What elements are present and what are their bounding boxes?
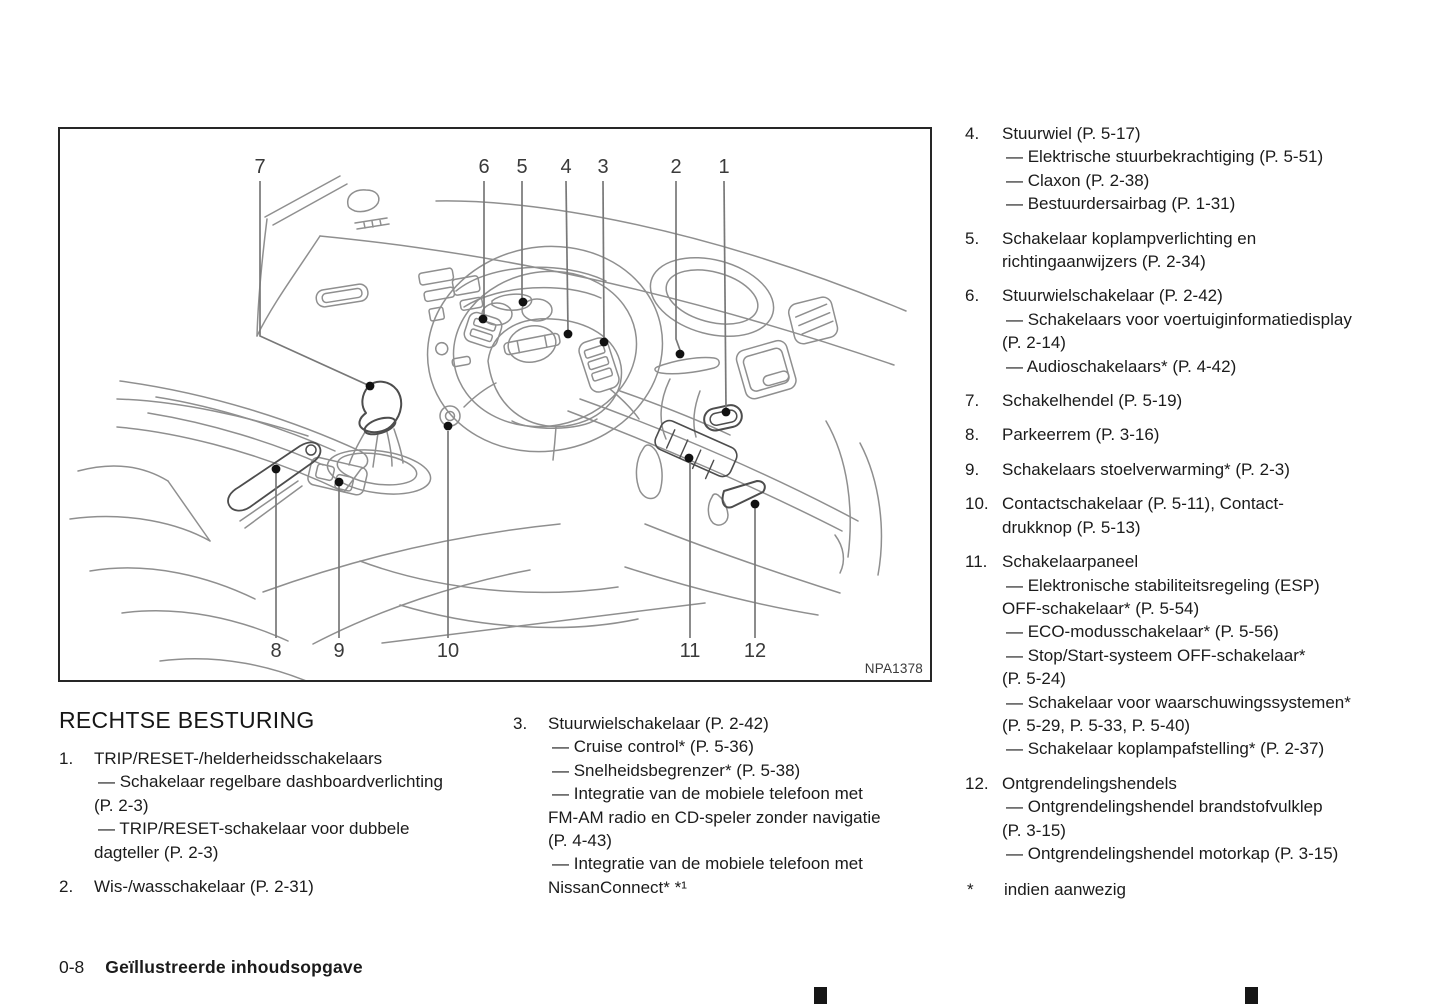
item-number: 1. — [59, 749, 74, 768]
footnote-marker: * — [967, 880, 974, 900]
item-number: 6. — [965, 286, 980, 306]
legend-item-6: 6. Stuurwielschakelaar (P. 2-42) — Schak… — [965, 284, 1397, 378]
item-number: 11. — [965, 552, 988, 572]
legend-line: Schakelaarpaneel — [1002, 552, 1139, 572]
legend-line: Parkeerrem (P. 3-16) — [1002, 425, 1160, 445]
legend-line: — Elektronische stabiliteitsregeling (ES… — [1006, 575, 1320, 595]
dashboard-line-art: 7 6 5 4 3 2 1 8 9 10 11 12 — [69, 156, 907, 687]
legend-line: dagteller (P. 2-3) — [94, 842, 219, 862]
legend-line: — Ontgrendelingshendel brandstofvulklep — [1006, 797, 1323, 817]
item-number: 2. — [59, 877, 74, 897]
page-title: RECHTSE BESTURING — [59, 707, 315, 733]
legend-item-11: 11. Schakelaarpaneel — Elektronische sta… — [965, 550, 1397, 761]
legend-line: — Audioschakelaars* (P. 4-42) — [1006, 356, 1237, 376]
right-column: 4. Stuurwiel (P. 5-17) — Elektrische stu… — [965, 122, 1397, 902]
middle-column: 3. Stuurwielschakelaar (P. 2-42) — Cruis… — [513, 712, 943, 910]
interior-art — [69, 175, 907, 687]
legend-line: — Bestuurdersairbag (P. 1-31) — [1006, 194, 1236, 214]
legend-line: NissanConnect* *¹ — [548, 877, 687, 897]
legend-line: Ontgrendelingshendels — [1002, 773, 1177, 793]
legend-line: Stuurwielschakelaar (P. 2-42) — [548, 714, 769, 733]
legend-line: TRIP/RESET-/helderheidsschakelaars — [94, 749, 383, 768]
legend-line: Contactschakelaar (P. 5-11), Contact- — [1002, 494, 1284, 514]
legend-line: richtingaanwijzers (P. 2-34) — [1002, 252, 1206, 272]
legend-item-3: 3. Stuurwielschakelaar (P. 2-42) — Cruis… — [513, 712, 943, 899]
item-number: 12. — [965, 773, 989, 793]
callout-number-9: 9 — [333, 640, 344, 662]
legend-line: OFF-schakelaar* (P. 5-54) — [1002, 598, 1200, 618]
callout-dots — [271, 297, 760, 509]
legend-item-9: 9. Schakelaars stoelverwarming* (P. 2-3) — [965, 458, 1397, 481]
footer-section-title: Geïllustreerde inhoudsopgave — [105, 957, 363, 977]
callout-number-8: 8 — [270, 640, 281, 662]
callout-number-11: 11 — [680, 640, 701, 662]
legend-line: drukknop (P. 5-13) — [1002, 517, 1141, 537]
legend-line: — Ontgrendelingshendel motorkap (P. 3-15… — [1006, 843, 1339, 863]
legend-line: — Schakelaar regelbare dashboardverlicht… — [98, 772, 443, 792]
legend-line: — Snelheidsbegrenzer* (P. 5-38) — [552, 760, 801, 780]
callout-number-6: 6 — [478, 156, 489, 178]
item-number: 7. — [965, 391, 980, 411]
callout-number-4: 4 — [560, 156, 571, 178]
legend-item-12: 12. Ontgrendelingshendels — Ontgrendelin… — [965, 772, 1397, 866]
legend-line: Schakelaars stoelverwarming* (P. 2-3) — [1002, 459, 1290, 479]
legend-item-10: 10. Contactschakelaar (P. 5-11), Contact… — [965, 492, 1397, 539]
callout-number-3: 3 — [597, 156, 608, 178]
item-number: 3. — [513, 714, 528, 733]
legend-item-5: 5. Schakelaar koplampverlichting en rich… — [965, 227, 1397, 274]
legend-line: (P. 4-43) — [548, 831, 612, 851]
item-number: 8. — [965, 425, 980, 445]
legend-line: Schakelaar koplampverlichting en — [1002, 228, 1257, 248]
page-number: 0-8 — [59, 957, 85, 977]
legend-line: — Schakelaar koplampafstelling* (P. 2-37… — [1006, 739, 1325, 759]
item-number: 5. — [965, 228, 980, 248]
footnote: * indien aanwezig — [965, 878, 1397, 901]
legend-item-4: 4. Stuurwiel (P. 5-17) — Elektrische stu… — [965, 122, 1397, 216]
legend-line: — Stop/Start-systeem OFF-schakelaar* — [1006, 645, 1306, 665]
callout-number-10: 10 — [437, 640, 459, 662]
left-column: RECHTSE BESTURING 1. TRIP/RESET-/helderh… — [59, 706, 499, 909]
legend-line: — ECO-modusschakelaar* (P. 5-56) — [1006, 622, 1279, 642]
item-number: 10. — [965, 494, 989, 514]
legend-line: Stuurwiel (P. 5-17) — [1002, 124, 1141, 143]
legend-line: (P. 3-15) — [1002, 820, 1066, 840]
legend-line: — Schakelaar voor waarschuwingssystemen* — [1006, 692, 1351, 712]
legend-item-8: 8. Parkeerrem (P. 3-16) — [965, 423, 1397, 446]
legend-item-7: 7. Schakelhendel (P. 5-19) — [965, 389, 1397, 412]
callout-number-7: 7 — [254, 156, 265, 178]
callout-number-2: 2 — [670, 156, 681, 178]
callout-numbers: 7 6 5 4 3 2 1 8 9 10 11 12 — [254, 156, 766, 662]
legend-line: Schakelhendel (P. 5-19) — [1002, 391, 1183, 411]
callout-number-12: 12 — [744, 640, 766, 662]
legend-line: Stuurwielschakelaar (P. 2-42) — [1002, 286, 1223, 306]
legend-line: — Integratie van de mobiele telefoon met — [552, 854, 863, 874]
interior-art-dark — [227, 380, 766, 512]
legend-line: (P. 2-14) — [1002, 333, 1066, 353]
page-footer: 0-8 Geïllustreerde inhoudsopgave — [59, 957, 363, 978]
binding-tab-mark — [1245, 987, 1258, 1004]
callout-number-1: 1 — [718, 156, 729, 178]
legend-item-1: 1. TRIP/RESET-/helderheidsschakelaars — … — [59, 747, 499, 864]
item-number: 4. — [965, 124, 980, 143]
legend-line: (P. 5-24) — [1002, 669, 1066, 689]
legend-line: — TRIP/RESET-schakelaar voor dubbele — [98, 819, 410, 839]
legend-line: Wis-/wasschakelaar (P. 2-31) — [94, 877, 314, 897]
callout-lines — [259, 180, 756, 638]
legend-line: — Claxon (P. 2-38) — [1006, 170, 1150, 190]
legend-line: — Elektrische stuurbekrachtiging (P. 5-5… — [1006, 147, 1324, 167]
binding-tab-mark — [814, 987, 827, 1004]
item-number: 9. — [965, 459, 980, 479]
legend-line: FM-AM radio en CD-speler zonder navigati… — [548, 807, 881, 827]
legend-line: — Integratie van de mobiele telefoon met — [552, 784, 863, 804]
legend-item-2: 2. Wis-/wasschakelaar (P. 2-31) — [59, 875, 499, 898]
legend-line: (P. 2-3) — [94, 795, 149, 815]
legend-line: (P. 5-29, P. 5-33, P. 5-40) — [1002, 715, 1191, 735]
callout-number-5: 5 — [516, 156, 527, 178]
figure-code: NPA1378 — [864, 661, 923, 676]
footnote-text: indien aanwezig — [1004, 880, 1126, 900]
dashboard-diagram-frame: 7 6 5 4 3 2 1 8 9 10 11 12 NPA1378 — [58, 127, 932, 687]
legend-line: — Cruise control* (P. 5-36) — [552, 737, 754, 757]
legend-line: — Schakelaars voor voertuiginformatiedis… — [1006, 309, 1352, 329]
